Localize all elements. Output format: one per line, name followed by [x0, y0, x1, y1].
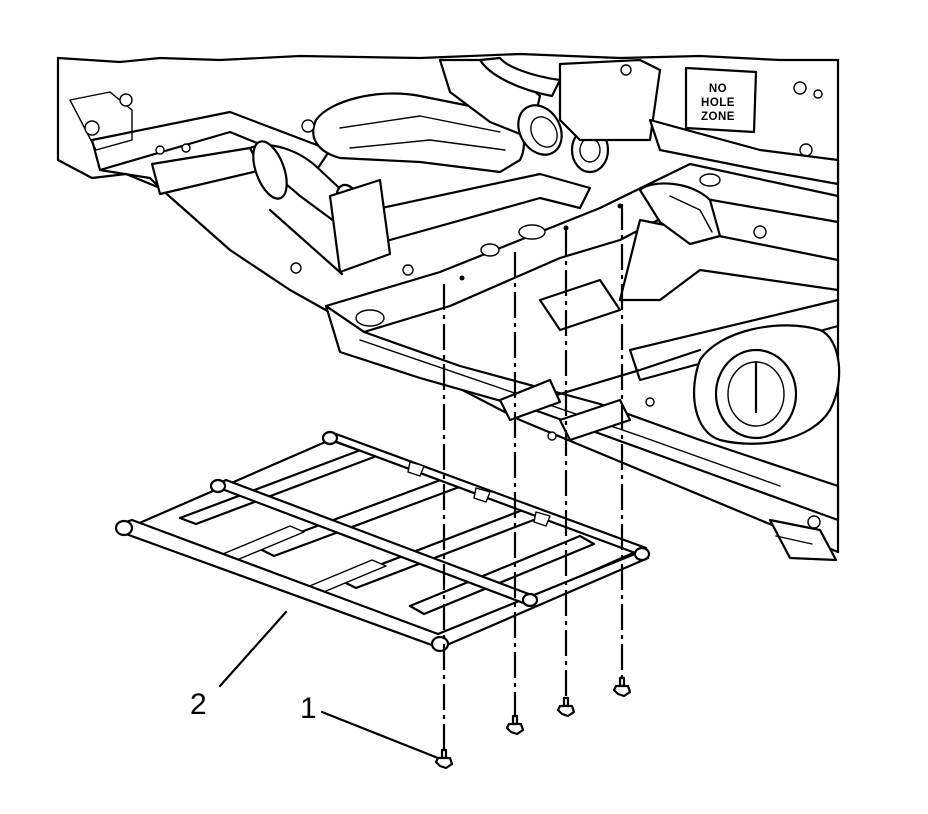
- no-hole-zone-placard: NO HOLE ZONE: [684, 66, 758, 134]
- callout-2-leader: [218, 610, 288, 688]
- placard-line-2: HOLE: [701, 97, 735, 109]
- callout-1-label: 1: [300, 692, 317, 725]
- callout-2-label: 2: [190, 688, 207, 721]
- vehicle-underbody: [56, 52, 841, 562]
- bolt-2: [505, 714, 525, 736]
- callout-2: 2: [190, 610, 288, 721]
- bolt-4: [612, 676, 632, 698]
- placard-line-3: ZONE: [701, 111, 735, 123]
- callout-1-leader: [320, 710, 440, 760]
- placard-line-1: NO: [709, 83, 727, 95]
- bolts: [434, 676, 632, 770]
- callout-1: 1: [300, 692, 440, 760]
- skid-plate: [114, 430, 651, 653]
- bolt-1: [434, 748, 454, 770]
- bolt-install-lines: [442, 204, 624, 752]
- bolt-3: [556, 696, 576, 718]
